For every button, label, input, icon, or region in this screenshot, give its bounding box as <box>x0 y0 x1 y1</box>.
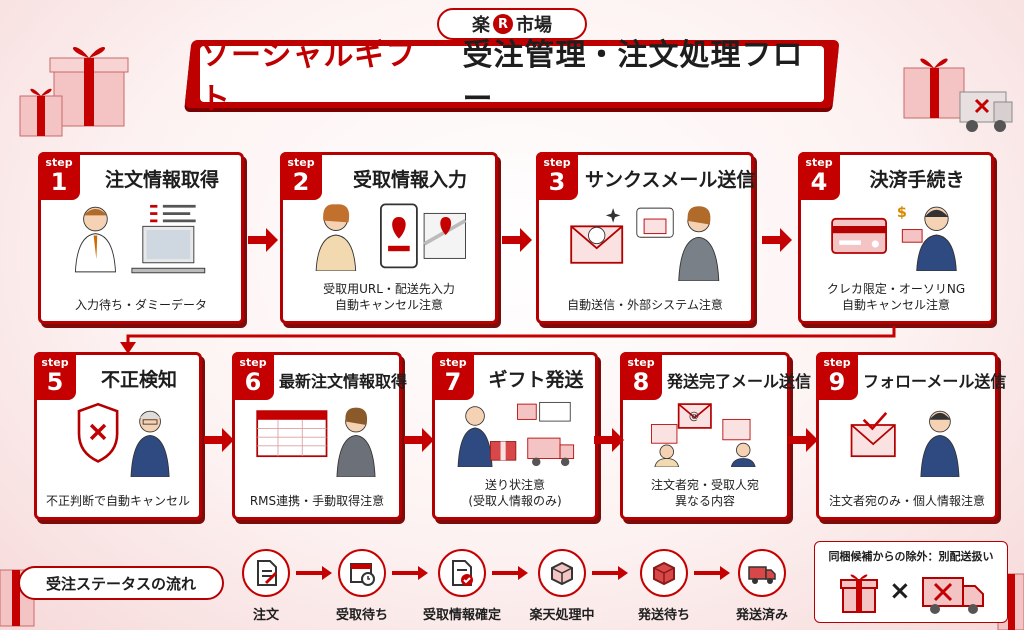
completion-mail-icon: @ <box>633 399 777 468</box>
flow-arrow-3-4 <box>762 228 792 252</box>
step-description: RMS連携・手動取得注意 <box>249 494 385 508</box>
follow-up-mail-icon <box>829 399 985 478</box>
delivery-truck-icon <box>738 549 786 597</box>
flow-arrow-6-7 <box>404 428 434 452</box>
status-shipped: 発送済み <box>735 608 788 623</box>
status-arrow <box>392 566 428 580</box>
confirmed-document-icon <box>438 549 486 597</box>
exclusion-note: 同梱候補からの除外：別配送扱い × <box>814 541 1008 623</box>
status-arrow <box>592 566 628 580</box>
page-title: ソーシャルギフト 受注管理・注文処理フロー <box>200 38 824 117</box>
flow-arrow-1-2 <box>248 228 278 252</box>
credit-card-payment-icon: $ <box>811 199 981 272</box>
status-flow-label: 受注ステータスの流れ <box>18 566 224 600</box>
status-arrow <box>492 566 528 580</box>
status-rakuten-processing: 楽天処理中 <box>529 608 595 623</box>
exclusion-symbol: × <box>889 576 911 606</box>
smartphone-map-icon <box>293 199 485 272</box>
step-description: 送り状注意(受取人情報のみ) <box>468 478 562 508</box>
processing-box-icon <box>538 549 586 597</box>
truck-excluded-icon <box>922 577 984 614</box>
flow-arrow-7-8 <box>594 428 624 452</box>
fraud-shield-icon <box>47 399 189 478</box>
status-ordered: 注文 <box>252 608 279 623</box>
title-social-gift: ソーシャルギフト <box>200 38 417 117</box>
flow-arrow-2-3 <box>502 228 532 252</box>
order-document-icon <box>242 549 290 597</box>
step-title: フォローメール送信 <box>863 372 1007 391</box>
step-description: 入力待ち・ダミーデータ <box>74 298 207 312</box>
status-awaiting-shipment: 発送待ち <box>637 608 690 623</box>
status-arrow <box>694 566 730 580</box>
status-arrow <box>296 566 332 580</box>
exclusion-title: 同梱候補からの除外：別配送扱い <box>828 550 994 563</box>
brand-name-right: 市場 <box>516 15 552 36</box>
step-title: 注文情報取得 <box>104 169 219 191</box>
rakuten-ichiba-logo: 楽 R 市場 <box>437 8 587 40</box>
status-awaiting-receipt: 受取待ち <box>335 608 388 623</box>
step-description: 注文者宛のみ・個人情報注意 <box>828 494 985 508</box>
calendar-clock-icon <box>338 549 386 597</box>
thank-you-mail-icon <box>549 199 741 282</box>
person-at-computer-icon <box>51 199 231 281</box>
flow-arrow-8-9 <box>788 428 818 452</box>
package-icon <box>640 549 688 597</box>
flow-arrow-5-6 <box>204 428 234 452</box>
step-description: 受取用URL・配送先入力自動キャンセル注意 <box>323 282 455 312</box>
step-description: 注文者宛・受取人宛異なる内容 <box>650 478 759 508</box>
step-title: 発送完了メール送信 <box>667 372 812 391</box>
step-title: サンクスメール送信 <box>585 169 756 191</box>
gift-box-icon <box>840 574 878 613</box>
step-title: 受取情報入力 <box>352 169 467 191</box>
step-title: 不正検知 <box>100 369 177 391</box>
step-title: 決済手続き <box>869 169 965 191</box>
rakuten-r-icon: R <box>493 14 513 34</box>
title-order-flow: 受注管理・注文処理フロー <box>462 38 804 117</box>
svg-text:@: @ <box>689 411 699 422</box>
brand-name-left: 楽 <box>472 15 490 36</box>
step-description: 自動送信・外部システム注意 <box>567 298 723 312</box>
gift-delivery-truck-icon <box>445 399 585 468</box>
svg-text:$: $ <box>897 205 907 221</box>
step-title: 最新注文情報取得 <box>279 372 408 391</box>
status-receipt-info-confirmed: 受取情報確定 <box>422 608 501 623</box>
gift-box-decoration-right <box>903 58 1013 132</box>
order-table-icon <box>245 399 389 478</box>
gift-box-decoration-left <box>19 47 129 137</box>
row-connector-arrow <box>120 326 896 354</box>
step-title: ギフト発送 <box>488 369 584 391</box>
step-description: 不正判断で自動キャンセル <box>45 494 190 508</box>
